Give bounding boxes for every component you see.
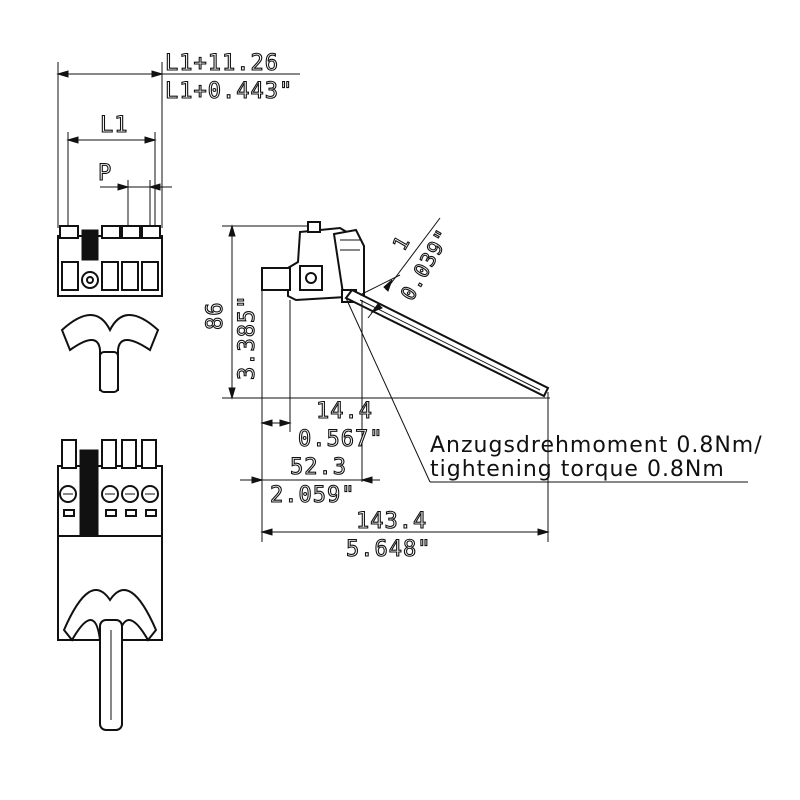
side-view [222,217,748,542]
dim-body-mm: 52.3 [290,455,347,480]
dim-l1-plus-in: L1+0.443" [165,79,293,104]
dim-height-mm: 86 [203,302,228,331]
dim-total-in: 5.648" [346,537,431,562]
bottom-view [57,439,163,731]
dim-gap-mm: 1 [388,231,415,254]
torque-note-en: tightening torque 0.8Nm [430,457,725,482]
dim-depth-mm: 14.4 [316,399,373,424]
dim-pitch: P [98,161,112,186]
dim-body-in: 2.059" [270,483,355,508]
dim-total-mm: 143.4 [356,509,427,534]
dim-height-in: 3.385" [235,295,260,380]
dim-l1: L1 [100,113,129,138]
torque-note-de: Anzugsdrehmoment 0.8Nm/ [430,433,763,458]
front-view [56,62,300,393]
dim-l1-plus-mm: L1+11.26 [165,51,279,76]
dim-depth-in: 0.567" [298,427,383,452]
